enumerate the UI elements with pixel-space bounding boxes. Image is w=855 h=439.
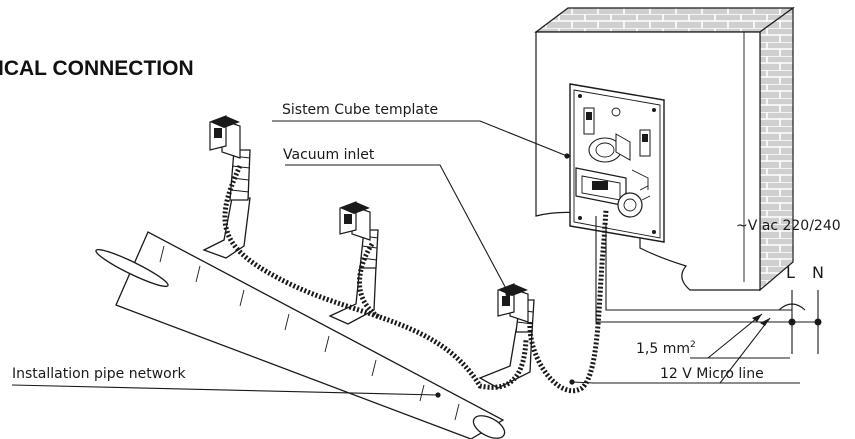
vacuum-inlet-2 xyxy=(339,201,371,241)
micro-line-label: 12 V Micro line xyxy=(660,366,764,382)
leader-lines xyxy=(11,120,800,398)
diagram-title: ICAL CONNECTION xyxy=(0,57,194,80)
voltage-label: ~V ac 220/240 xyxy=(736,218,841,234)
neutral-label: N xyxy=(812,263,824,282)
micro-line-cable xyxy=(222,164,609,393)
vacuum-inlet-1 xyxy=(209,115,241,159)
power-wiring xyxy=(595,216,822,354)
cube-template-box xyxy=(569,83,665,243)
live-label: L xyxy=(786,263,795,282)
neutral-terminal xyxy=(814,318,822,326)
wire-section-label: 1,5 mm2 xyxy=(636,340,696,357)
pipe-network-label: Installation pipe network xyxy=(12,366,186,382)
vacuum-inlet-3 xyxy=(497,283,529,323)
template-label: Sistem Cube template xyxy=(282,102,438,118)
live-terminal xyxy=(788,318,796,326)
vacuum-inlet-label: Vacuum inlet xyxy=(283,147,375,163)
pipe-network xyxy=(95,149,535,439)
